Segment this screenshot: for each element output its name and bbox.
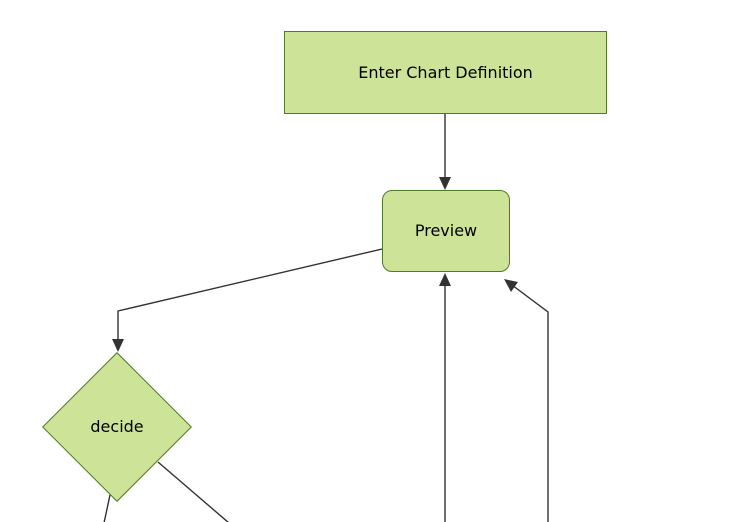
node-preview-label: Preview (414, 221, 478, 241)
edge-decide-to-offscreen-right (157, 461, 229, 522)
node-enter-chart-definition-label: Enter Chart Definition (358, 62, 533, 82)
arrowhead-into-preview-corner (504, 279, 518, 292)
arrowhead-into-preview-bottom (439, 273, 451, 286)
node-enter-chart-definition: Enter Chart Definition (284, 31, 607, 114)
arrowhead-into-decide-top (112, 339, 124, 352)
edge-preview-to-decide (117, 248, 383, 341)
edge-offscreen-to-preview-corner (507, 281, 549, 522)
arrowhead-into-preview-top (439, 177, 451, 190)
edge-decide-to-offscreen-left (103, 494, 111, 522)
node-preview: Preview (382, 190, 510, 272)
node-decide-label: decide (90, 417, 144, 437)
